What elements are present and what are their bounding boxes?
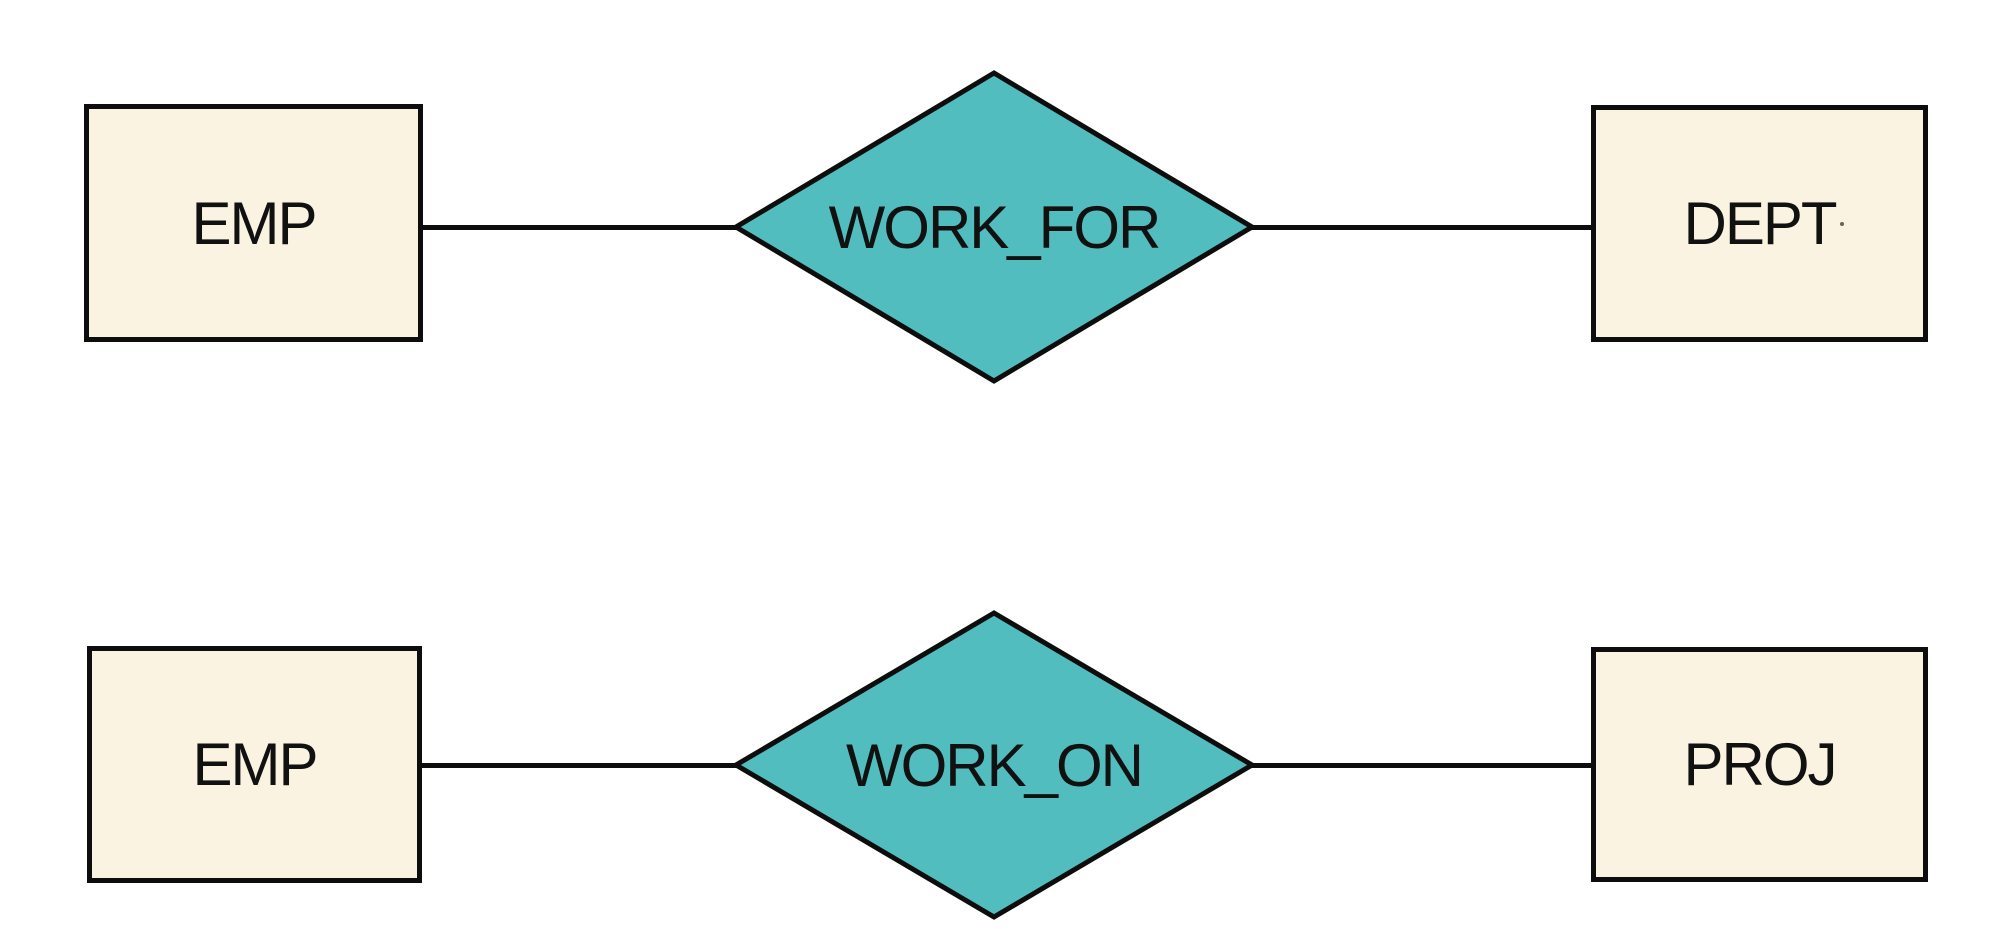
relationship-diamond-icon <box>733 610 1255 920</box>
relationship-work-on: WORK_ON <box>733 610 1255 920</box>
entity-emp-bottom-label: EMP <box>192 731 318 798</box>
entity-emp-bottom: EMP <box>87 646 422 883</box>
relationship-work-on-label: WORK_ON <box>845 731 1144 799</box>
connector-work-on-to-proj <box>1250 763 1593 768</box>
entity-proj: PROJ <box>1591 647 1928 882</box>
diamond-shape <box>733 70 1255 384</box>
relationship-diamond-icon <box>733 70 1255 384</box>
entity-emp-top-label: EMP <box>191 189 317 257</box>
entity-dept-label: DEPT <box>1683 190 1837 257</box>
diamond-shape <box>733 610 1255 920</box>
stray-dot <box>1840 222 1844 226</box>
connector-emp-to-work-for <box>421 225 737 230</box>
relationship-work-for-label: WORK_FOR <box>828 193 1162 261</box>
connector-emp-to-work-on <box>420 763 737 768</box>
relationship-work-for: WORK_FOR <box>733 70 1255 384</box>
entity-proj-label: PROJ <box>1683 731 1837 798</box>
entity-emp-top: EMP <box>84 104 423 342</box>
connector-work-for-to-dept <box>1251 225 1593 230</box>
entity-dept: DEPT <box>1591 105 1928 342</box>
